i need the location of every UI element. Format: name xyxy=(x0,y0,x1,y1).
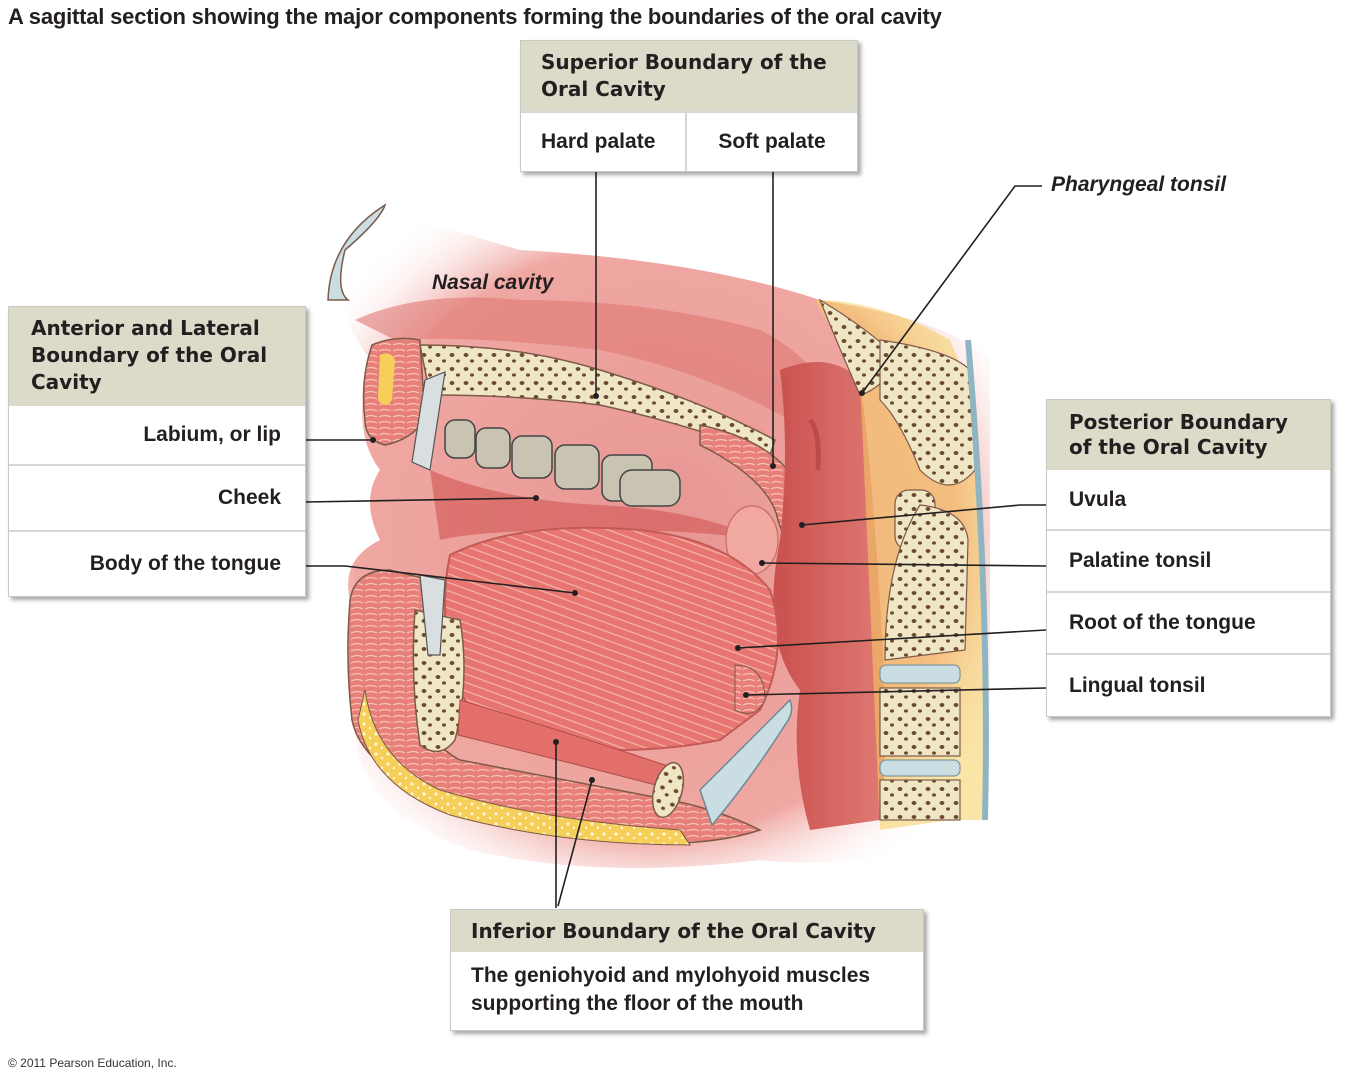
anterior-lateral-boundary-box: Anterior and Lateral Boundary of the Ora… xyxy=(8,306,306,597)
item-hard-palate: Hard palate xyxy=(521,113,687,171)
lingual-tonsil xyxy=(734,664,766,714)
upper-lip xyxy=(362,337,426,446)
figure-title: A sagittal section showing the major com… xyxy=(8,4,942,29)
lip-fat xyxy=(378,353,395,405)
posterior-boundary-header: Posterior Boundary of the Oral Cavity xyxy=(1047,400,1330,470)
hyoid-bone xyxy=(651,761,685,819)
lower-incisor xyxy=(419,574,446,656)
superior-boundary-box: Superior Boundary of the Oral Cavity Har… xyxy=(520,40,858,172)
leader-lines xyxy=(305,172,1047,908)
item-cheek: Cheek xyxy=(9,464,305,530)
leader-dots xyxy=(370,390,865,783)
item-palatine-tonsil: Palatine tonsil xyxy=(1047,529,1330,591)
pharynx xyxy=(773,362,885,830)
superior-boundary-header: Superior Boundary of the Oral Cavity xyxy=(521,41,857,111)
label-nasal-cavity: Nasal cavity xyxy=(432,271,554,294)
mandible xyxy=(412,609,465,753)
copyright-notice: © 2011 Pearson Education, Inc. xyxy=(8,1056,177,1070)
cheek-region xyxy=(430,470,760,540)
item-soft-palate: Soft palate xyxy=(718,130,826,153)
epiglottis xyxy=(699,698,793,827)
nasal-cavity-region xyxy=(355,297,820,420)
posterior-boundary-box: Posterior Boundary of the Oral Cavity Uv… xyxy=(1046,399,1331,717)
item-uvula: Uvula xyxy=(1069,487,1127,511)
item-root-of-tongue: Root of the tongue xyxy=(1047,591,1330,653)
nasal-cartilage xyxy=(327,203,387,301)
inferior-boundary-description: The geniohyoid and mylohyoid muscles sup… xyxy=(471,964,871,1015)
item-body-of-tongue: Body of the tongue xyxy=(9,530,305,596)
chin-fat xyxy=(357,689,691,846)
label-pharyngeal-tonsil: Pharyngeal tonsil xyxy=(1051,173,1227,196)
item-lingual-tonsil: Lingual tonsil xyxy=(1047,653,1330,716)
upper-teeth xyxy=(411,371,681,507)
item-labium: Labium, or lip xyxy=(143,423,281,446)
inferior-boundary-header: Inferior Boundary of the Oral Cavity xyxy=(451,910,923,952)
inferior-boundary-box: Inferior Boundary of the Oral Cavity The… xyxy=(450,909,924,1031)
anterior-lateral-boundary-header: Anterior and Lateral Boundary of the Ora… xyxy=(9,307,305,406)
